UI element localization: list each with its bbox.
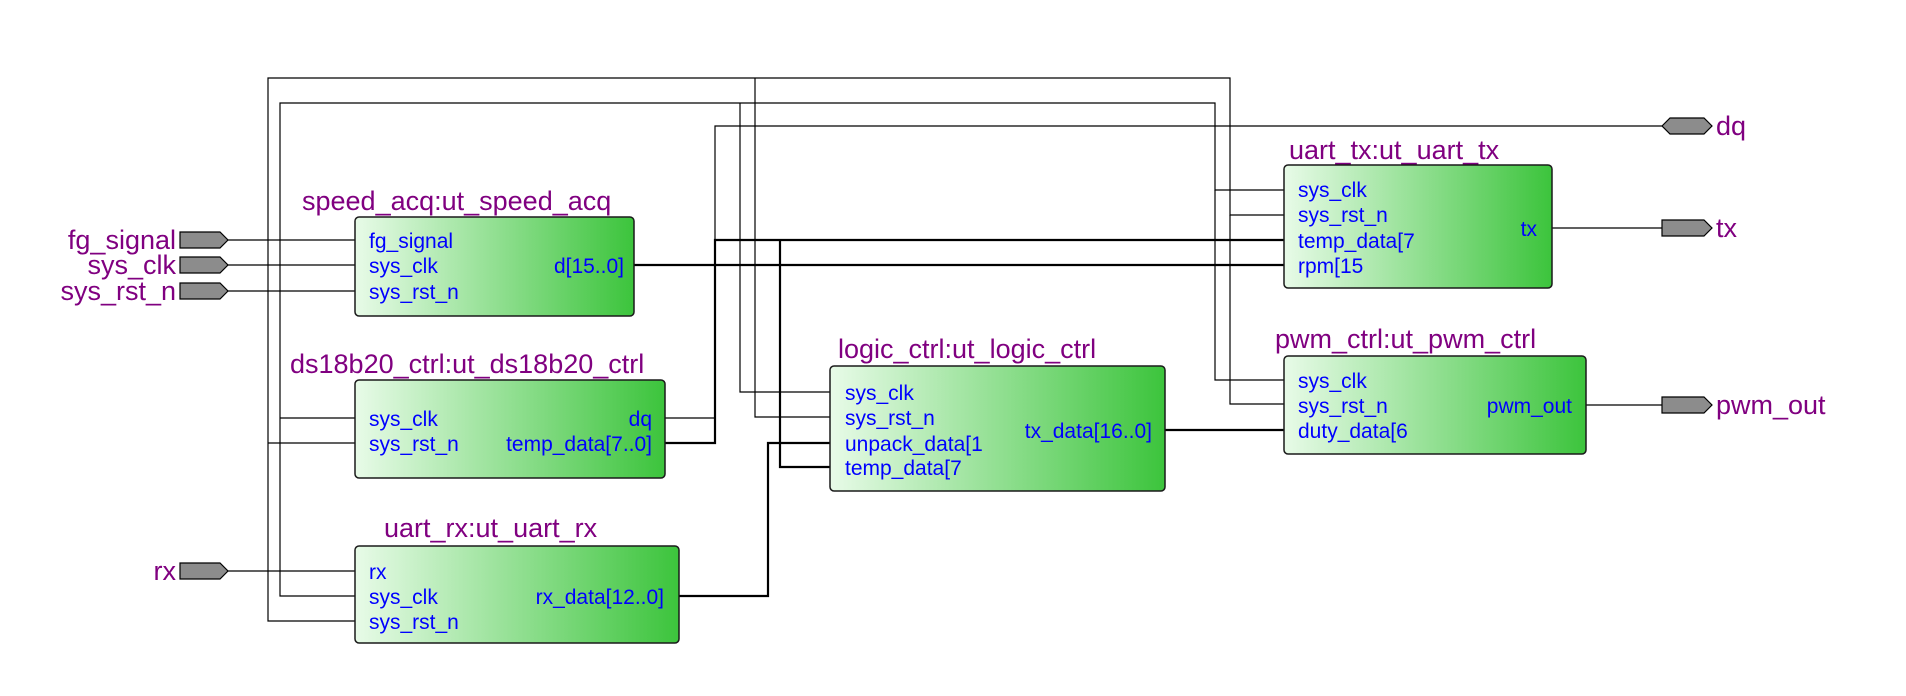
block-title-uart-rx: uart_rx:ut_uart_rx <box>384 513 598 543</box>
io-label-pwm-out: pwm_out <box>1716 390 1826 420</box>
pin-sys-rst-n[interactable] <box>179 282 229 300</box>
wire-sys-clk-pwm <box>1214 190 1284 381</box>
port-uarttx-temp-data: temp_data[7 <box>1298 230 1415 253</box>
wire-sys-rst-uartrx <box>267 291 355 622</box>
port-uartrx-sys-clk: sys_clk <box>369 586 438 609</box>
port-speed-out: d[15..0] <box>554 255 624 278</box>
port-uarttx-sys-rst-n: sys_rst_n <box>1298 204 1388 227</box>
port-ds18b20-temp-data: temp_data[7..0] <box>506 433 652 456</box>
pin-fg-signal[interactable] <box>179 231 229 249</box>
port-pwm-sys-rst-n: sys_rst_n <box>1298 395 1388 418</box>
block-body-speed-acq[interactable] <box>354 216 635 317</box>
port-speed-sys-rst-n: sys_rst_n <box>369 281 459 304</box>
io-label-fg-signal: fg_signal <box>68 225 176 255</box>
port-logic-temp-data: temp_data[7 <box>845 457 962 480</box>
pin-rx[interactable] <box>179 562 229 580</box>
io-label-tx: tx <box>1716 213 1738 243</box>
bus-rx-data <box>679 441 830 598</box>
block-title-uart-tx: uart_tx:ut_uart_tx <box>1289 135 1500 165</box>
port-uartrx-sys-rst-n: sys_rst_n <box>369 611 459 634</box>
wires <box>206 77 1662 622</box>
pin-dq[interactable] <box>1661 117 1713 135</box>
pin-sys-clk[interactable] <box>179 256 229 274</box>
port-ds18b20-sys-rst-n: sys_rst_n <box>369 433 459 456</box>
block-title-pwm-ctrl: pwm_ctrl:ut_pwm_ctrl <box>1275 324 1536 354</box>
block-title-ds18b20: ds18b20_ctrl:ut_ds18b20_ctrl <box>290 349 644 379</box>
io-label-dq: dq <box>1716 111 1746 141</box>
port-uarttx-tx: tx <box>1521 218 1538 241</box>
wire-sys-rst-trunk <box>267 77 1284 291</box>
wire-sys-clk-uartrx <box>279 265 355 597</box>
port-uarttx-rpm: rpm[15 <box>1298 255 1363 278</box>
block-uart-tx[interactable]: uart_tx:ut_uart_tx sys_clk sys_rst_n tem… <box>1283 135 1553 289</box>
port-uarttx-sys-clk: sys_clk <box>1298 179 1367 202</box>
io-label-sys-rst-n: sys_rst_n <box>60 276 176 306</box>
wire-sys-rst-logic <box>754 78 830 418</box>
port-speed-fg-signal: fg_signal <box>369 230 453 253</box>
block-body-pwm-ctrl[interactable] <box>1283 355 1587 455</box>
pin-tx[interactable] <box>1661 219 1713 237</box>
pin-pwm-out[interactable] <box>1661 396 1713 414</box>
port-pwm-pwm-out: pwm_out <box>1487 395 1572 418</box>
bus-temp-to-logic <box>778 240 830 469</box>
input-pins <box>179 231 229 580</box>
port-pwm-duty-data: duty_data[6 <box>1298 420 1408 443</box>
bus-temp-data <box>665 238 1284 445</box>
block-pwm-ctrl[interactable]: pwm_ctrl:ut_pwm_ctrl sys_clk sys_rst_n p… <box>1275 324 1587 455</box>
block-ds18b20-ctrl[interactable]: ds18b20_ctrl:ut_ds18b20_ctrl sys_clk sys… <box>290 349 666 479</box>
port-ds18b20-dq: dq <box>629 408 652 431</box>
port-uartrx-rx: rx <box>369 561 387 584</box>
port-logic-unpack-data: unpack_data[1 <box>845 433 983 456</box>
port-speed-sys-clk: sys_clk <box>369 255 438 278</box>
port-logic-sys-rst-n: sys_rst_n <box>845 407 935 430</box>
port-ds18b20-sys-clk: sys_clk <box>369 408 438 431</box>
block-speed-acq[interactable]: speed_acq:ut_speed_acq fg_signal sys_clk… <box>302 186 635 317</box>
wire-sys-clk-logic <box>739 103 830 393</box>
wire-sys-clk-trunk <box>279 102 1284 265</box>
block-body-logic-ctrl[interactable] <box>829 365 1166 492</box>
block-body-ds18b20[interactable] <box>354 379 666 479</box>
port-logic-sys-clk: sys_clk <box>845 382 914 405</box>
port-logic-tx-data: tx_data[16..0] <box>1025 420 1152 443</box>
block-title-speed-acq: speed_acq:ut_speed_acq <box>302 186 611 216</box>
block-title-logic-ctrl: logic_ctrl:ut_logic_ctrl <box>838 334 1096 364</box>
output-pins <box>1661 117 1713 414</box>
block-body-uart-tx[interactable] <box>1283 164 1553 289</box>
io-label-rx: rx <box>154 556 177 586</box>
block-logic-ctrl[interactable]: logic_ctrl:ut_logic_ctrl sys_clk sys_rst… <box>829 334 1166 492</box>
port-pwm-sys-clk: sys_clk <box>1298 370 1367 393</box>
wire-sys-rst-pwm <box>1229 215 1284 405</box>
io-label-sys-clk: sys_clk <box>87 250 176 280</box>
port-uartrx-rx-data: rx_data[12..0] <box>536 586 664 609</box>
block-uart-rx[interactable]: uart_rx:ut_uart_rx rx sys_clk sys_rst_n … <box>354 513 680 644</box>
block-body-uart-rx[interactable] <box>354 545 680 644</box>
